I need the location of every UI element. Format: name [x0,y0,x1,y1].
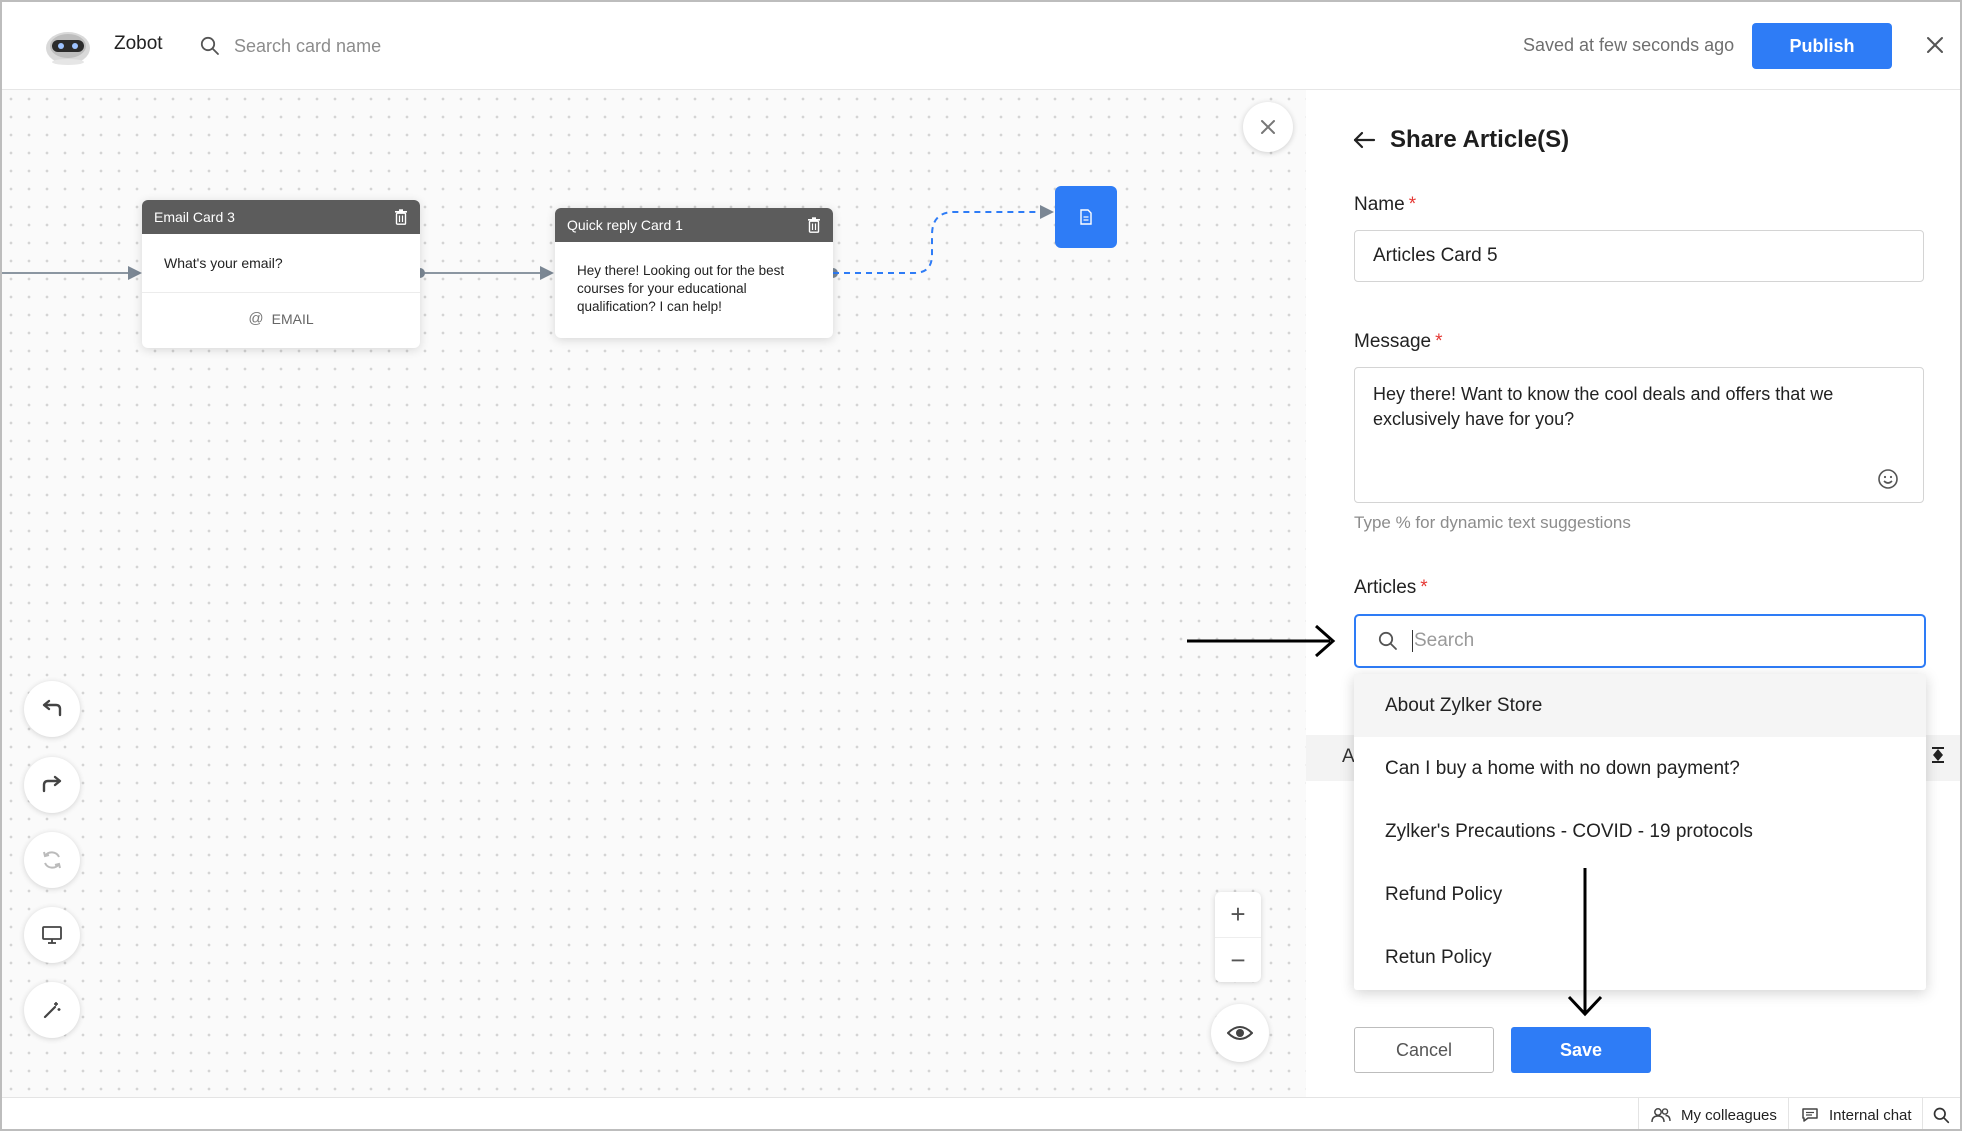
name-field[interactable]: Articles Card 5 [1354,230,1924,282]
saved-status: Saved at few seconds ago [1523,35,1735,55]
auto-arrange-button[interactable] [24,982,80,1038]
zoom-out-button[interactable]: − [1215,937,1261,982]
message-value[interactable]: Hey there! Want to know the cool deals a… [1373,384,1834,429]
app-name: Zobot [114,33,163,54]
email-input-type: @ EMAIL [142,292,420,344]
zoom-in-button[interactable]: + [1215,892,1261,937]
email-card[interactable]: Email Card 3 What's your email? @ EMAIL [142,200,420,348]
articles-search-placeholder[interactable]: Search [1412,630,1475,652]
my-colleagues-label: My colleagues [1681,1106,1777,1124]
card-message-line: Hey there! Looking out for the best [577,263,785,278]
article-option[interactable]: Can I buy a home with no down payment? [1385,757,1740,779]
article-option[interactable]: Zylker's Precautions - COVID - 19 protoc… [1385,820,1753,842]
name-label-text: Name [1354,194,1405,215]
chat-icon [1802,1108,1818,1122]
trash-icon[interactable] [807,217,821,233]
card-title: Quick reply Card 1 [567,217,683,233]
panel-header: Share Article(S) [1352,126,1569,154]
back-arrow-icon[interactable] [1352,131,1376,149]
card-header: Email Card 3 [142,200,420,234]
document-icon [1080,209,1092,225]
articles-label-text: Articles [1354,577,1417,598]
eye-icon [1227,1026,1253,1040]
message-label: Message* [1354,331,1443,353]
redo-button[interactable] [24,757,80,813]
name-label: Name* [1354,194,1416,216]
search-icon [200,36,219,55]
emoji-icon[interactable] [1877,468,1899,490]
close-icon [1261,120,1275,134]
zoom-controls: + − [1215,892,1261,982]
card-message: Hey there! Looking out for the best cour… [555,242,833,336]
message-hint: Type % for dynamic text suggestions [1354,513,1631,532]
refresh-button[interactable] [24,832,80,888]
flow-canvas[interactable]: Email Card 3 What's your email? @ EMAIL … [2,90,1306,1097]
close-panel-button[interactable] [1243,102,1293,152]
people-icon [1651,1108,1671,1123]
undo-icon [42,699,62,717]
plus-icon: + [1230,899,1246,929]
cancel-button[interactable]: Cancel [1354,1027,1494,1073]
share-article-panel: Share Article(S) Name* Articles Card 5 M… [1306,90,1960,1097]
article-card-node[interactable] [1055,186,1117,248]
bottom-status-bar: My colleagues Internal chat [2,1097,1960,1129]
global-search-button[interactable] [1922,1098,1960,1129]
message-label-text: Message [1354,331,1432,352]
articles-dropdown: About Zylker Store Can I buy a home with… [1354,674,1926,990]
refresh-icon [43,851,61,869]
magic-wand-icon [43,1002,61,1019]
card-title: Email Card 3 [154,209,235,225]
article-option[interactable]: About Zylker Store [1354,674,1926,737]
search-icon [1933,1107,1950,1123]
required-marker: * [1435,331,1443,352]
quick-reply-card[interactable]: Quick reply Card 1 Hey there! Looking ou… [555,208,833,338]
zobot-avatar-icon [42,26,94,66]
articles-label: Articles* [1354,577,1428,599]
card-message-line: courses for your educational [577,281,747,296]
name-value[interactable]: Articles Card 5 [1373,245,1498,266]
save-button[interactable]: Save [1511,1027,1651,1073]
required-marker: * [1420,577,1428,598]
undo-button[interactable] [24,681,80,737]
card-message-line: qualification? I can help! [577,299,722,314]
internal-chat-button[interactable]: Internal chat [1788,1098,1924,1129]
search-card-placeholder[interactable]: Search card name [234,35,382,56]
preview-button[interactable] [1211,1004,1269,1062]
monitor-icon [42,926,62,944]
collapse-icon[interactable] [1930,746,1946,764]
article-option[interactable]: Refund Policy [1385,883,1503,905]
trash-icon[interactable] [394,209,408,225]
panel-title: Share Article(S) [1390,126,1570,153]
flow-connectors [2,205,1054,280]
publish-button[interactable]: Publish [1752,23,1892,69]
preview-screen-button[interactable] [24,907,80,963]
search-icon [1378,631,1397,650]
card-header: Quick reply Card 1 [555,208,833,242]
obscured-row-text: A [1342,746,1355,767]
card-question: What's your email? [164,255,283,271]
required-marker: * [1408,194,1417,215]
article-option[interactable]: Retun Policy [1385,946,1492,968]
redo-icon [42,775,62,793]
close-icon[interactable] [1922,32,1948,58]
articles-search-input[interactable]: Search [1354,614,1926,668]
input-type-label: EMAIL [271,310,314,327]
card-search[interactable]: Search card name [200,32,460,60]
top-header: Zobot Search card name Saved at few seco… [2,2,1960,90]
minus-icon: − [1230,944,1246,975]
at-icon: @ [248,310,264,327]
internal-chat-label: Internal chat [1829,1106,1912,1124]
message-field[interactable]: Hey there! Want to know the cool deals a… [1354,367,1924,503]
my-colleagues-button[interactable]: My colleagues [1638,1098,1789,1129]
